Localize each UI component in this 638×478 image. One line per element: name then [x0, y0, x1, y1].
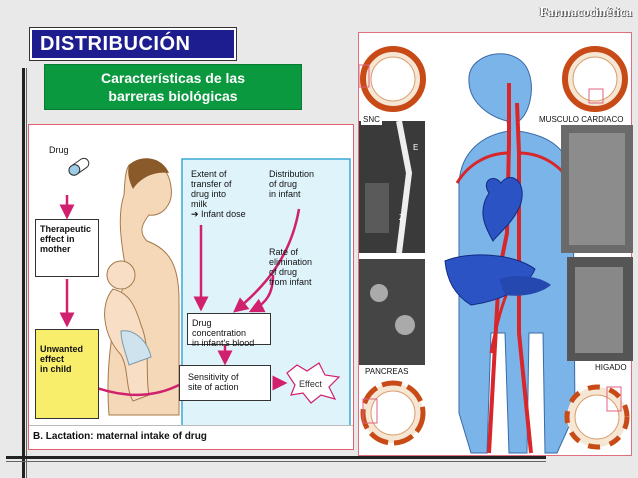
barriers-graphics: [359, 46, 633, 454]
decorative-vertical-line-thin: [26, 68, 27, 478]
heart: [482, 177, 523, 242]
snc-label: SNC: [361, 115, 382, 125]
unwanted-effect-box: Unwanted effect in child: [35, 329, 99, 419]
therapeutic-effect-box: Therapeutic effect in mother: [35, 219, 99, 277]
subtitle-line-1: Características de las: [101, 70, 245, 86]
mother-hair: [128, 158, 169, 189]
pancreas-shape: [499, 276, 551, 296]
mark-e: E: [413, 143, 419, 152]
effect-label: Effect: [299, 379, 322, 389]
baby-diaper: [120, 330, 152, 366]
vessel-2: [515, 102, 533, 454]
drug-label: Drug: [49, 145, 69, 155]
concentration-box: Drug concentration in infant's blood: [187, 313, 271, 348]
higado-label: HIGADO: [593, 363, 629, 373]
slide-subtitle: Características de las barreras biológic…: [44, 64, 302, 110]
biological-barriers-figure: SNC MUSCULO CARDIACO PANCREAS HIGADO E Z: [358, 32, 633, 456]
musculo-label: MUSCULO CARDIACO: [537, 115, 626, 125]
extent-label: Extent of transfer of drug into milk ➔ I…: [191, 169, 246, 219]
corner-title: Farmacocinética: [539, 4, 632, 19]
mark-z: Z: [399, 213, 404, 222]
lactation-diagram: Drug Therapeutic effect in mother Unwant…: [28, 124, 354, 450]
rate-label: Rate of elimination of drug from infant: [269, 247, 313, 287]
subtitle-line-2: barreras biológicas: [108, 88, 238, 104]
sensitivity-box: Sensitivity of site of action: [179, 365, 271, 401]
effect-burst: [286, 362, 341, 404]
decorative-vertical-line: [22, 68, 25, 478]
drug-pill: [68, 157, 90, 176]
baby-head: [106, 260, 136, 290]
decorative-horizontal-line-thin: [6, 461, 546, 462]
decorative-horizontal-line: [6, 456, 546, 459]
caption-bar: B. Lactation: maternal intake of drug: [29, 425, 353, 449]
pancreas-micrograph: [359, 259, 425, 365]
slide-title: DISTRIBUCIÓN: [29, 27, 237, 61]
pancreas-label: PANCREAS: [363, 367, 411, 377]
distribution-label: Distribution of drug in infant: [269, 169, 315, 199]
